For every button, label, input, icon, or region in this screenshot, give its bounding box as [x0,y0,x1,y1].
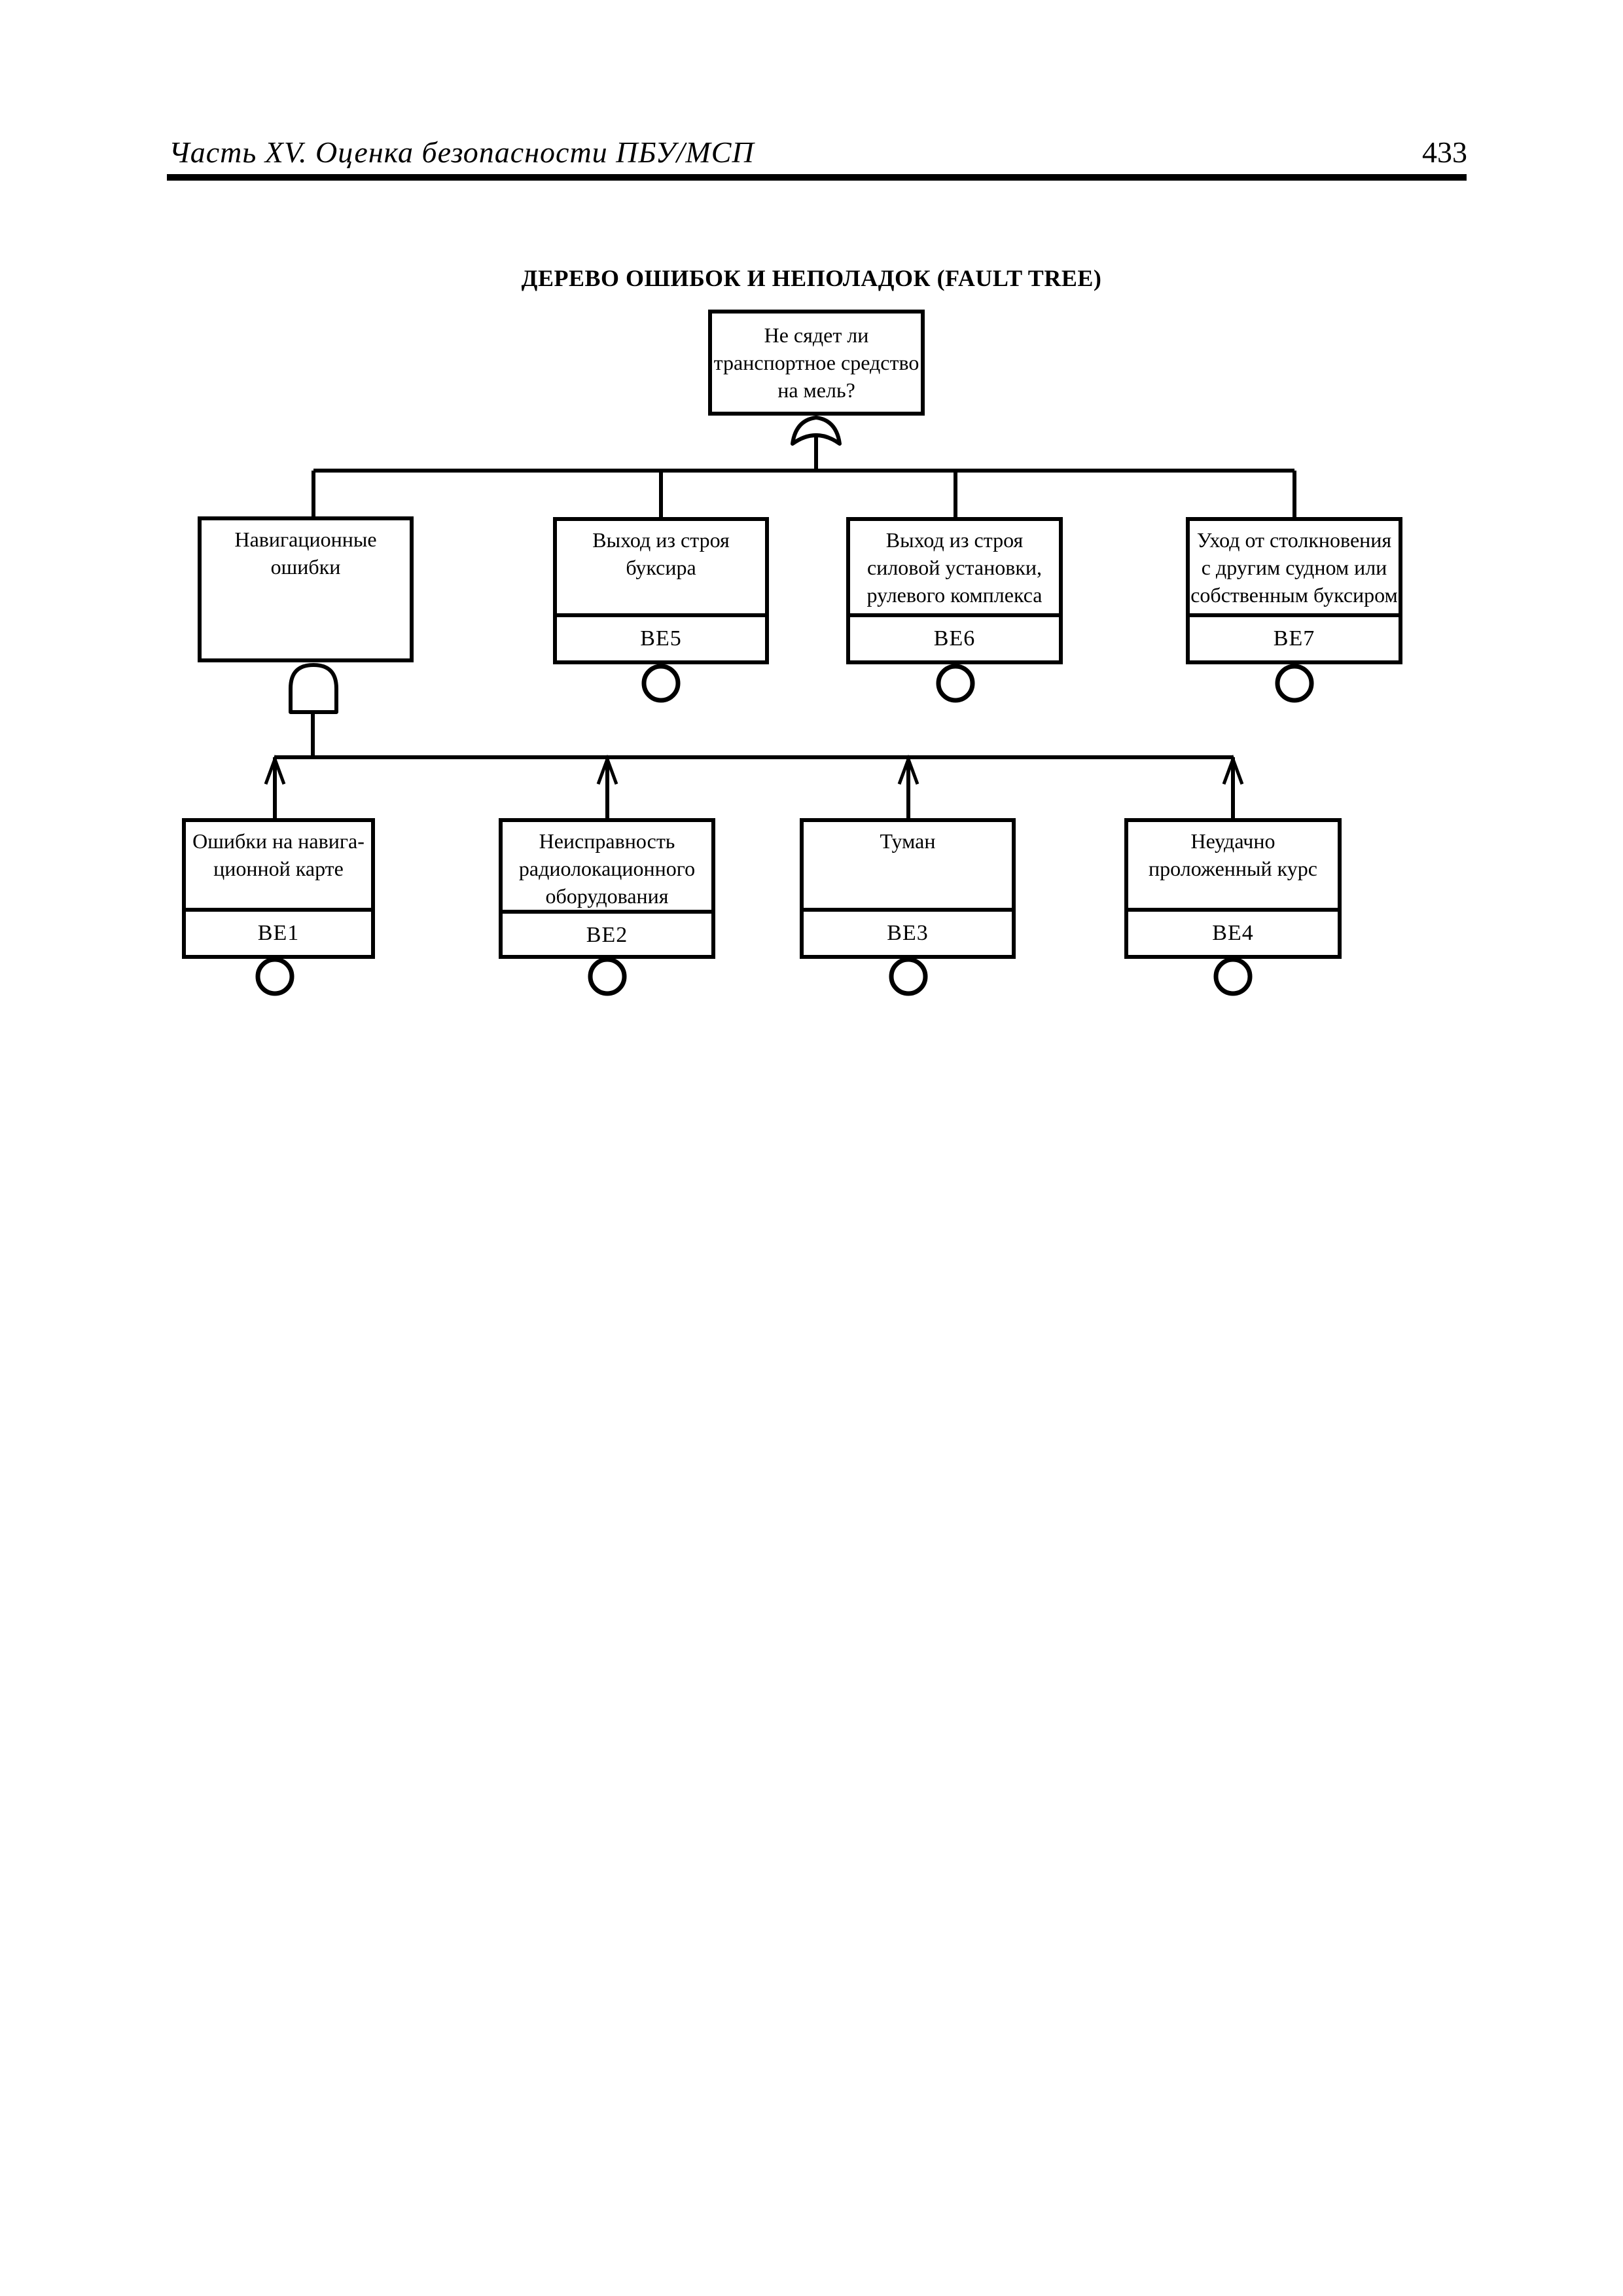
text-line: ционной карте [213,857,344,880]
arrow-up-icon [264,754,286,785]
event-code: ВЕ7 [1190,613,1399,660]
node-be3: Туман ВЕ3 [800,818,1016,959]
node-text: Туман [804,822,1012,908]
event-code: ВЕ4 [1128,908,1338,955]
node-text: Неудачно проложенный курс [1128,822,1338,908]
basic-event-circle-icon [889,957,928,996]
basic-event-circle-icon [936,664,975,703]
basic-event-circles [255,664,1314,996]
node-top-event: Не сядет ли транспортное средство на мел… [708,310,925,416]
diagram-title: ДЕРЕВО ОШИБОК И НЕПОЛАДОК (FAULT TREE) [521,265,1102,291]
node-text: Неисправность радиолокационного оборудов… [503,822,711,910]
text-line: на мель? [777,378,855,402]
text-line: Выход из строя [885,528,1024,552]
text-line: транспортное средство [713,351,919,374]
node-text: Выход из строя буксира [557,521,765,613]
arrow-up-icon [897,754,919,785]
node-text: Уход от столкновения с другим судном или… [1190,521,1399,613]
node-navigation-errors: Навигационные ошибки [198,516,414,662]
connector-lines [273,427,1296,820]
node-text: Ошибки на навига- ционной карте [186,822,371,908]
node-be2: Неисправность радиолокационного оборудов… [499,818,715,959]
text-line: Туман [880,829,936,853]
node-text: Выход из строя силовой установки, рулево… [850,521,1059,613]
text-line: оборудования [545,884,669,908]
page-header-title: Часть XV. Оценка безопасности ПБУ/МСП [169,135,755,169]
text-line: радиолокационного [518,857,696,880]
arrow-up-icon [1222,754,1244,785]
text-line: Уход от столкновения [1196,528,1392,552]
text-line: силовой установки, [867,556,1042,579]
and-gate-icon [289,663,338,714]
basic-event-circle-icon [588,957,627,996]
text-line: Неисправность [539,829,675,853]
event-code: ВЕ2 [503,910,711,957]
text-line: Не сядет ли [764,323,869,347]
event-code: ВЕ1 [186,908,371,955]
event-code: ВЕ6 [850,613,1059,660]
basic-event-circle-icon [1275,664,1314,703]
text-line: Неудачно [1190,829,1275,853]
arrow-up-icon [596,754,618,785]
text-line: Выход из строя [592,528,730,552]
or-gate-icon [791,416,842,446]
node-text: Не сядет ли транспортное средство на мел… [712,314,921,412]
header-rule [167,174,1467,181]
basic-event-circle-icon [255,957,294,996]
arrowheads [264,754,1244,785]
basic-event-circle-icon [1213,957,1253,996]
node-be5: Выход из строя буксира ВЕ5 [553,517,769,664]
node-be6: Выход из строя силовой установки, рулево… [846,517,1063,664]
event-code: ВЕ5 [557,613,765,660]
text-line: с другим судном или [1201,556,1387,579]
text-line: собственным буксиром [1190,583,1398,607]
text-line: Ошибки на навига- [192,829,365,853]
text-line: рулевого комплекса [866,583,1043,607]
node-be4: Неудачно проложенный курс ВЕ4 [1124,818,1342,959]
text-line: буксира [626,556,696,579]
page-number: 433 [1422,135,1467,169]
event-code: ВЕ3 [804,908,1012,955]
text-line: ошибки [270,555,341,579]
text-line: Навигационные [234,528,377,551]
text-line: проложенный курс [1149,857,1317,880]
basic-event-circle-icon [641,664,681,703]
node-be1: Ошибки на навига- ционной карте ВЕ1 [182,818,375,959]
node-text: Навигационные ошибки [202,520,410,658]
node-be7: Уход от столкновения с другим судном или… [1186,517,1402,664]
